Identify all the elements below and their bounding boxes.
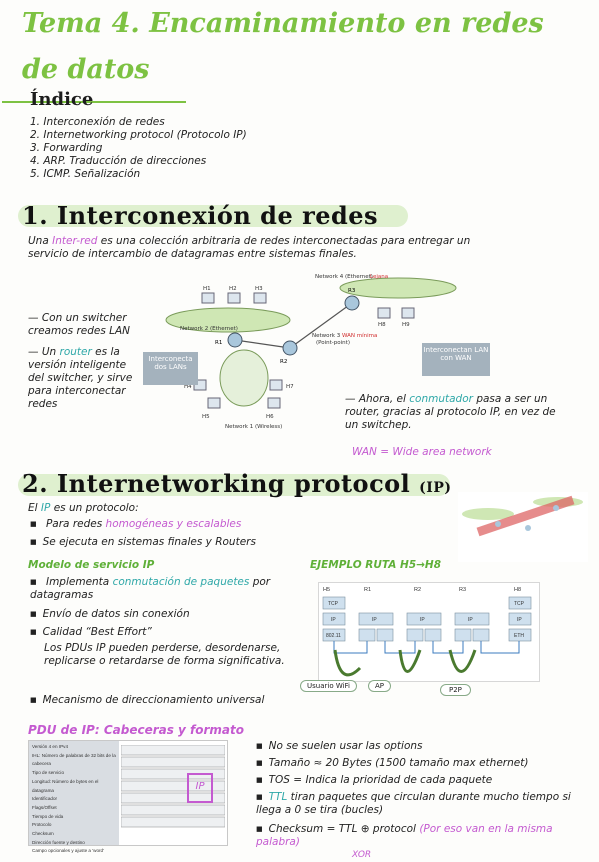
index-item: 4. ARP. Traducción de direcciones [30, 155, 207, 167]
p2p-label: P2P [440, 684, 471, 696]
section3-heading: PDU de IP: Cabeceras y formato [28, 723, 245, 737]
host-label: H3 [255, 286, 263, 292]
mini-network-diagram [458, 492, 588, 562]
route-diagram: H5 R1 R2 R3 H8 TCP IP 802.11 TCP IP ETH … [318, 582, 540, 682]
pdu-ttl-bullet: TTL tiran paquetes que circulan durante … [256, 791, 591, 817]
ip-badge: IP [187, 773, 213, 803]
section1-heading: 1. Interconexión de redes [22, 201, 379, 230]
best-effort-detail: Los PDUs IP pueden perderse, desordenars… [44, 642, 285, 667]
index-item: 2. Internetworking protocol (Protocolo I… [30, 129, 247, 141]
ip-header-field: IHL: Número de palabras de 32 bits de la… [32, 752, 116, 767]
ip-header-table: Versión 4 en IPv4 IHL: Número de palabra… [28, 740, 228, 853]
index-item: 3. Forwarding [30, 142, 103, 154]
ip-bullet: Para redes homogéneas y escalables [30, 518, 241, 531]
lejana-label: Lejana [370, 274, 388, 280]
route-wires [333, 649, 477, 677]
svg-text:R2: R2 [414, 587, 421, 593]
svg-text:IP: IP [420, 617, 425, 623]
host-label: H8 [378, 322, 386, 328]
pdu-bullet: No se suelen usar las options [256, 740, 591, 753]
router-r3 [344, 295, 360, 311]
svg-text:IP: IP [468, 617, 473, 623]
model-bullet: Mecanismo de direccionamiento universal [30, 694, 265, 707]
model-heading: Modelo de servicio IP [28, 559, 155, 571]
svg-text:TCP: TCP [514, 601, 525, 607]
point-point-label: (Point-point) [316, 340, 350, 346]
ip-header-field: Flags/Offset [32, 804, 57, 810]
ip-header-field: Longitud: Número de bytes en el datagram… [32, 778, 99, 793]
page-title-line2: de datos [22, 54, 150, 85]
model-bullet: Implementa conmutación de paquetes por d… [30, 576, 300, 602]
xor-label: XOR [352, 850, 372, 860]
svg-text:ETH: ETH [514, 633, 524, 639]
host-label: H9 [402, 322, 410, 328]
pdu-checksum-bullet: Checksum = TTL ⊕ protocol (Por eso van e… [256, 823, 591, 849]
svg-text:H5: H5 [323, 587, 330, 593]
model-bullet: Envío de datos sin conexión [30, 608, 190, 621]
section1-intro: Una Inter-red es una colección arbitrari… [28, 235, 471, 260]
network1-label: Network 1 (Wireless) [225, 424, 282, 430]
model-bullet: Calidad “Best Effort” [30, 626, 152, 639]
host-label: H1 [203, 286, 211, 292]
page-title: Tema 4. Encaminamiento en redes [22, 8, 544, 39]
ap-label: AP [368, 680, 392, 692]
ip-header-field: Protocolo [32, 822, 52, 828]
pdu-bullet: TOS = Indica la prioridad de cada paquet… [256, 774, 591, 787]
ip-header-field: Tipo de servicio [32, 770, 64, 776]
wan-minima-label: WAN mínima [342, 332, 377, 339]
section2-highlight [18, 474, 450, 496]
index-item: 5. ICMP. Señalización [30, 168, 141, 180]
ip-header-field: Identificador [32, 796, 58, 802]
usuario-wifi-label: Usuario WiFi [300, 680, 358, 692]
svg-text:H8: H8 [514, 587, 521, 593]
host-label: H6 [266, 414, 274, 420]
network2-label: Network 2 (Ethernet) [180, 326, 238, 332]
router-r1 [227, 332, 243, 348]
host-label: H7 [286, 384, 294, 390]
ip-definition: El IP es un protocolo: [28, 502, 139, 514]
ip-header-field: Checksum [32, 831, 54, 837]
index-list: 1. Interconexión de redes 2. Internetwor… [30, 116, 247, 181]
network3-label: Network 3 [312, 333, 341, 339]
network-diagram: Network 4 (Ethernet) Lejana Network 2 (E… [165, 274, 457, 430]
section1-highlight [18, 205, 408, 227]
svg-text:IP: IP [517, 617, 522, 623]
ip-bullet: Se ejecuta en sistemas finales y Routers [30, 536, 256, 549]
box-interconectan-lan-wan: Interconectan LAN con WAN [422, 343, 490, 376]
svg-text:R1: R1 [364, 587, 371, 593]
ip-header-field: Dirección fuente y destino [32, 839, 85, 845]
host-label: H4 [184, 384, 192, 390]
index-item: 1. Interconexión de redes [30, 116, 165, 128]
pdu-bullet: Tamaño ≈ 20 Bytes (1500 tamaño max ether… [256, 757, 591, 770]
ip-header-field: Versión 4 en IPv4 [32, 744, 69, 749]
index-heading: Índice [30, 89, 94, 110]
svg-text:IP: IP [331, 617, 336, 623]
note-switch: — Con un switcher creamos redes LAN [28, 312, 131, 337]
router-label: R2 [280, 359, 287, 365]
svg-text:TCP: TCP [328, 601, 339, 607]
host-label: H2 [229, 286, 237, 292]
ejemplo-heading: EJEMPLO RUTA H5→H8 [310, 559, 442, 571]
router-label: R1 [215, 340, 222, 346]
ip-header-field: Tiempo de vida [32, 813, 64, 819]
box-interconecta-dos-lans: Interconecta dos LANs [143, 352, 198, 385]
note-conmutador: — Ahora, el conmutador pasa a ser un rou… [345, 393, 556, 431]
section2-heading: 2. Internetworking protocol (IP) [22, 469, 452, 498]
index-underline [2, 101, 186, 103]
svg-text:IP: IP [372, 617, 377, 623]
router-r2 [282, 340, 298, 356]
network4-label: Network 4 (Ethernet) [315, 274, 373, 280]
ip-header-field: Campo opcionales y ajuste a 'word' [32, 848, 104, 854]
svg-text:R3: R3 [459, 587, 466, 593]
wan-note: WAN = Wide area network [352, 446, 492, 458]
svg-text:802.11: 802.11 [326, 633, 341, 639]
note-router: — Un router es la versión inteligente de… [28, 346, 133, 410]
pdu-notes: No se suelen usar las options Tamaño ≈ 2… [256, 740, 591, 862]
host-label: H5 [202, 414, 210, 420]
router-label: R3 [348, 288, 356, 294]
